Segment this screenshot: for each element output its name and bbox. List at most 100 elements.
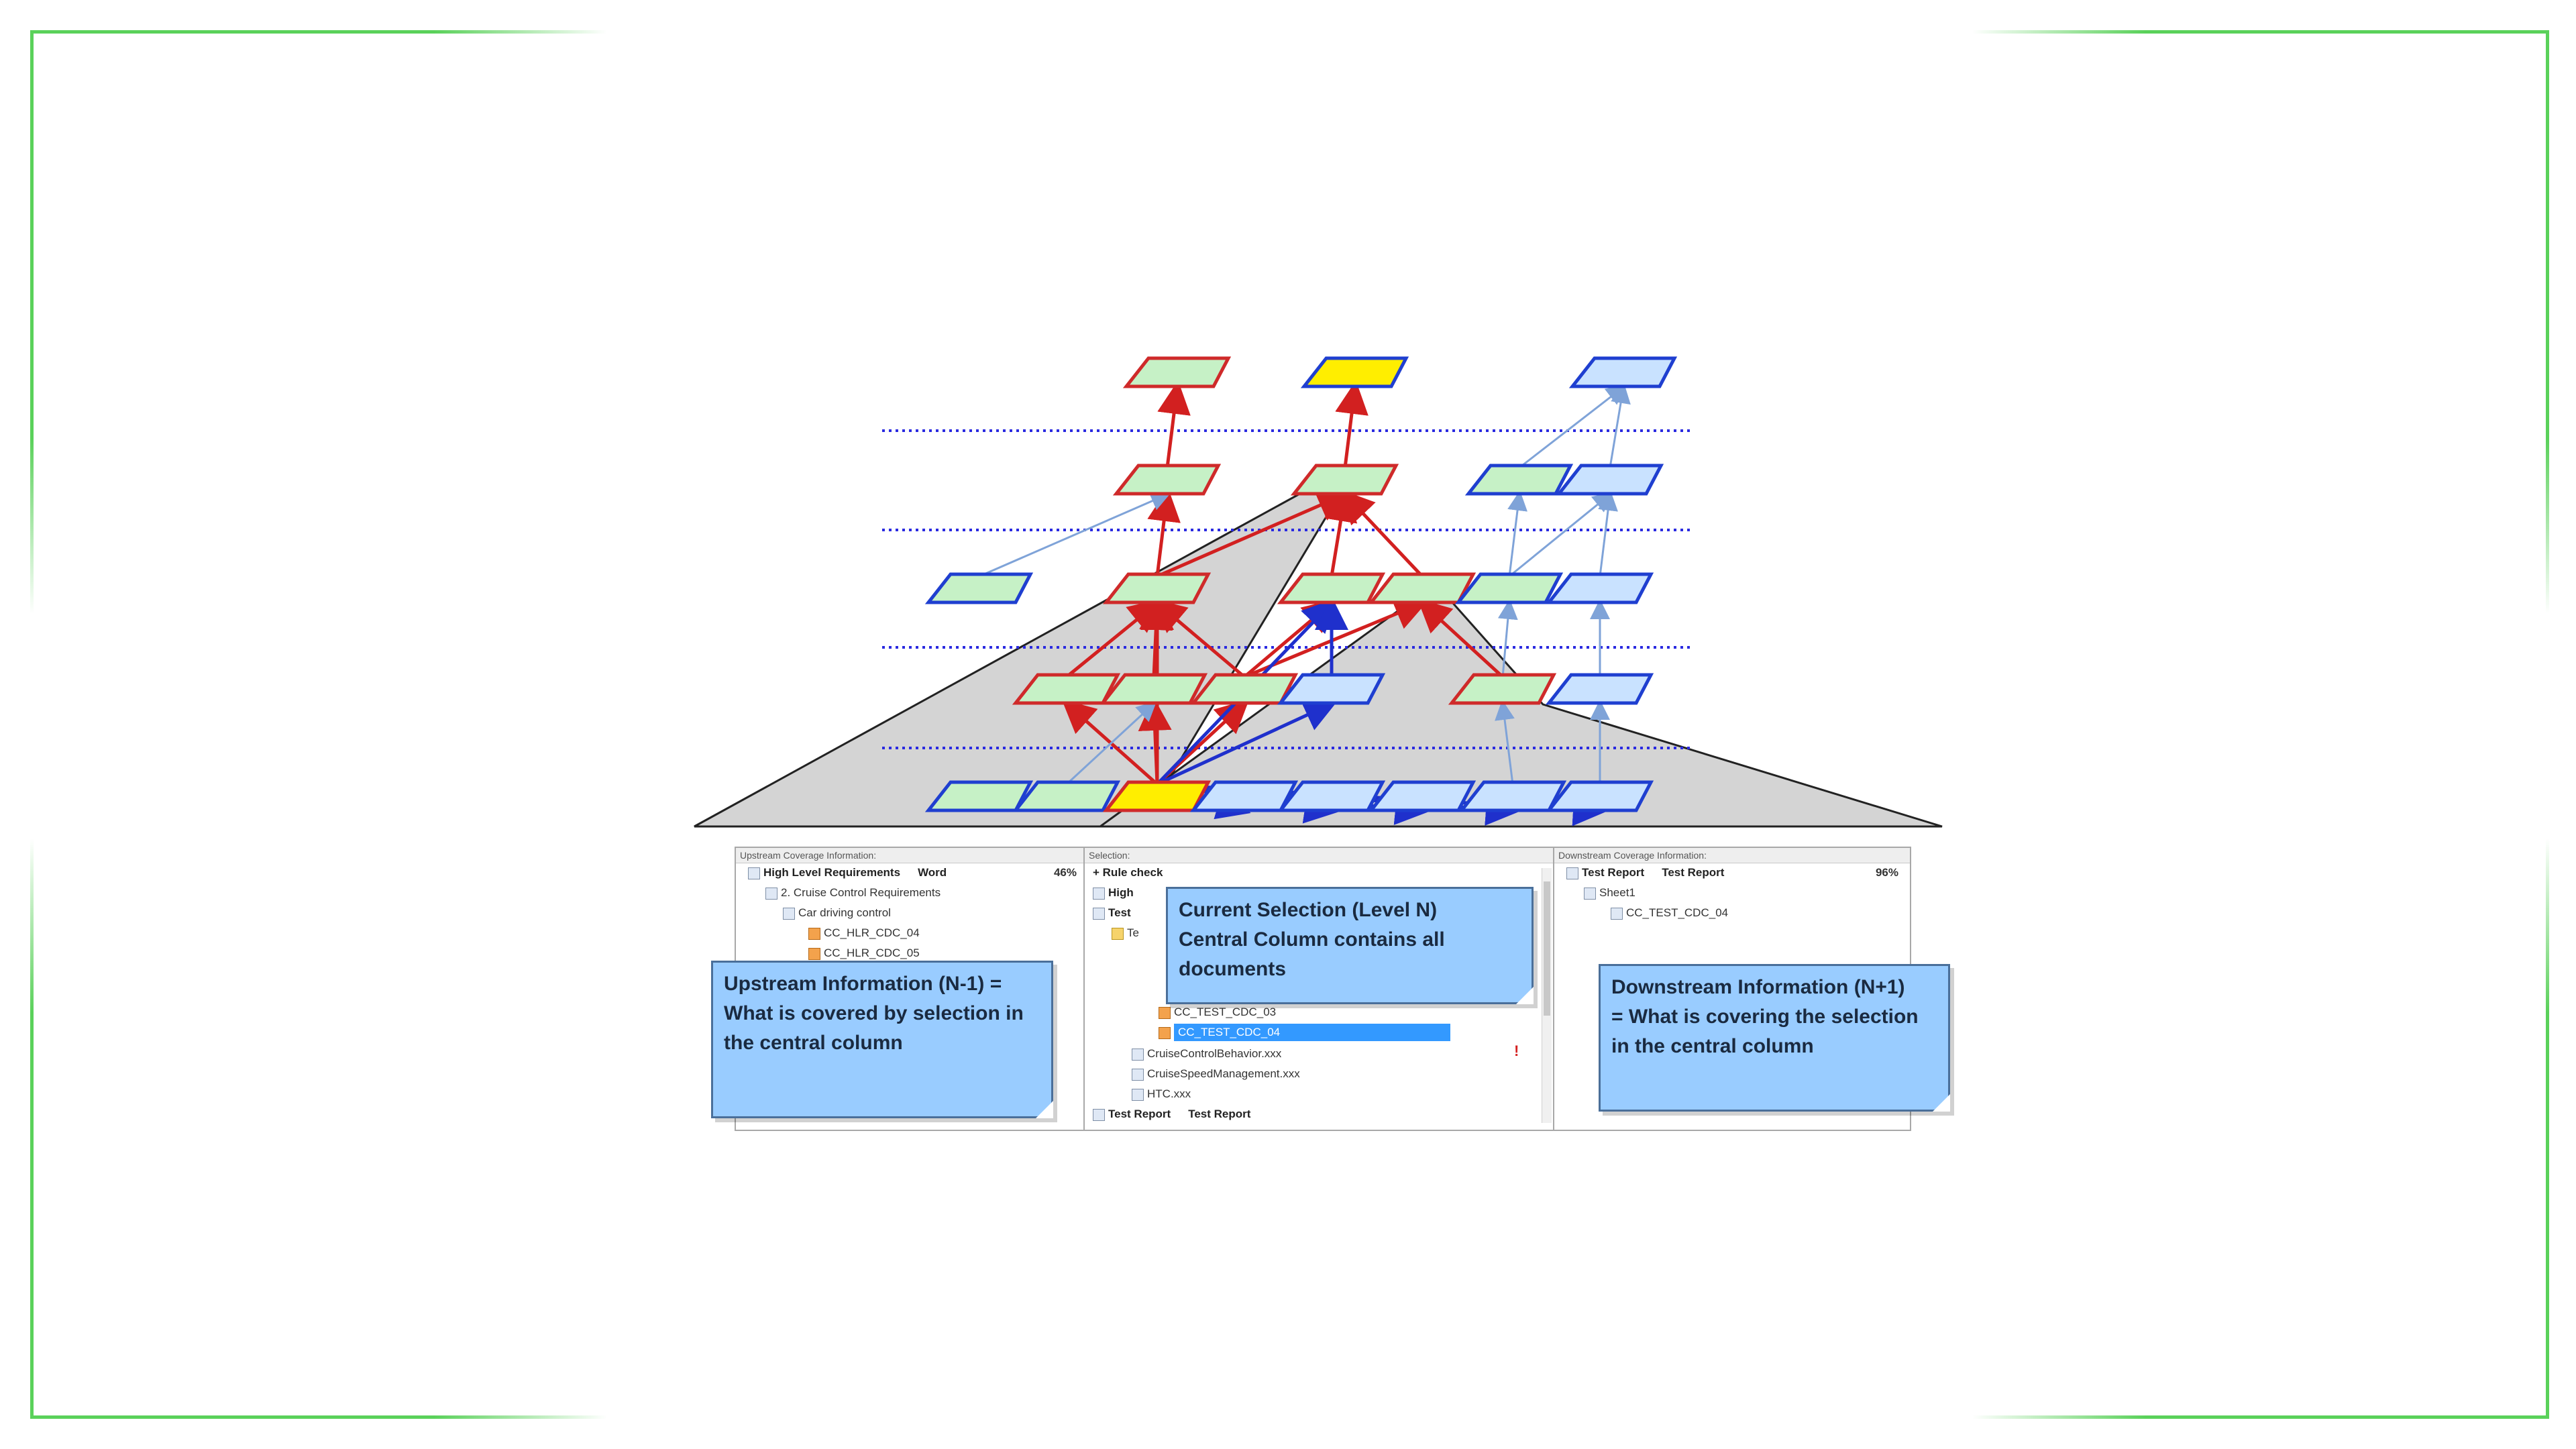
trace-item-node [1448,673,1557,705]
trace-item-node [1290,464,1399,496]
scroll-thumb[interactable] [1544,881,1550,1016]
trace-item-node [1367,572,1477,604]
trace-item-node [1545,780,1654,812]
folder-icon [1112,927,1124,940]
trace-item-node [924,572,1034,604]
tree-row-test[interactable]: Test [1093,904,1131,922]
downstream-cone [1097,582,1943,828]
upstream-link [1324,488,1358,577]
frame-right-top [2546,30,2549,614]
upstream-link [1417,598,1504,678]
note-fold [1516,987,1534,1004]
frame-left-bottom [30,839,34,1419]
trace-item-node [1367,780,1477,812]
tree-row-rule-check[interactable]: + Rule check [1093,866,1163,879]
upstream-link [1340,489,1424,578]
requirement-icon [808,947,820,960]
note-fold [1933,1094,1950,1112]
trace-item-node [1122,356,1232,388]
other-link [1519,384,1627,469]
tree-row[interactable]: HTC.xxx [1132,1085,1191,1103]
tree-row[interactable]: CC_TEST_CDC_03 [1159,1004,1276,1021]
note-fold [1036,1101,1053,1118]
doc-icon [1093,907,1105,920]
frame-bottom-left [30,1415,607,1419]
doc-icon [748,867,760,879]
tree-row[interactable]: CC_HLR_CDC_05 [808,945,920,962]
tree-row-selected[interactable]: CC_TEST_CDC_04 [1159,1024,1450,1041]
doc-icon [783,907,795,920]
trace-item-node [1568,356,1678,388]
test-icon [1159,1006,1171,1019]
upstream-link [1157,380,1191,468]
tree-row[interactable]: Te [1112,924,1139,942]
trace-item-node [1545,673,1654,705]
frame-top-left [30,30,607,34]
scrollbar[interactable] [1542,868,1552,1123]
tree-row-high[interactable]: High [1093,884,1134,902]
upstream-link [1335,380,1368,468]
other-link [1609,383,1631,468]
other-link [1497,599,1518,678]
other-link [1509,492,1613,578]
trace-item-node [1277,673,1386,705]
doc-icon [1093,1108,1105,1121]
frame-top-right [1972,30,2549,34]
tree-row[interactable]: 2. Cruise Control Requirements [765,884,941,902]
tree-row[interactable]: CC_TEST_CDC_04 [1611,904,1728,922]
other-link [1065,700,1157,786]
trace-item-node [1099,673,1208,705]
trace-item-node [1545,572,1654,604]
doc-icon [765,887,777,900]
upstream-link [1061,699,1159,786]
file-icon [1611,907,1623,920]
file-icon [1132,1048,1144,1061]
selection-panel-title: Selection: [1085,848,1554,863]
trace-item-node [1454,572,1564,604]
warning-icon: ! [1514,1042,1519,1059]
other-link [979,491,1171,578]
current-selection-note: Current Selection (Level N) Central Colu… [1166,887,1534,1004]
tree-row[interactable]: Sheet1 [1584,884,1635,902]
other-link [1507,490,1527,577]
frame-bottom-right [1972,1415,2549,1419]
frame-left-top [30,30,34,614]
trace-item-node [1012,780,1121,812]
doc-icon [1566,867,1578,879]
downstream-info-note: Downstream Information (N+1) = What is c… [1599,964,1950,1112]
coverage-cones [694,490,1943,828]
test-icon [1159,1026,1171,1039]
upstream-link [1147,488,1181,577]
coverage-percent: 46% [1053,866,1077,879]
tree-row[interactable]: CruiseSpeedManagement.xxx [1132,1065,1300,1083]
coverage-percent: 96% [1875,866,1898,879]
downstream-panel-title: Downstream Coverage Information: [1554,848,1910,863]
file-icon [1132,1068,1144,1081]
trace-item-node [1464,464,1574,496]
upstream-panel-title: Upstream Coverage Information: [736,848,1085,863]
tree-row[interactable]: Car driving control [783,904,891,922]
downstream-link [1156,700,1338,786]
other-link [1495,700,1515,785]
requirement-icon [808,927,820,940]
frame-right-bottom [2546,839,2549,1419]
trace-nodes [924,356,1678,812]
trace-item-node [1112,464,1222,496]
tree-row[interactable]: CC_HLR_CDC_04 [808,924,920,942]
trace-item-node [1277,780,1386,812]
upstream-info-note: Upstream Information (N-1) = What is cov… [711,961,1053,1118]
tree-row[interactable]: CruiseControlBehavior.xxx [1132,1045,1281,1063]
upstream-link [1157,490,1352,578]
sheet-icon [1584,887,1596,900]
other-link [1598,490,1618,577]
doc-icon [1093,887,1105,900]
trace-item-node [1102,572,1212,604]
trace-item-node [1555,464,1664,496]
trace-item-node [1277,572,1386,604]
level-separators [882,429,1690,749]
file-icon [1132,1088,1144,1101]
